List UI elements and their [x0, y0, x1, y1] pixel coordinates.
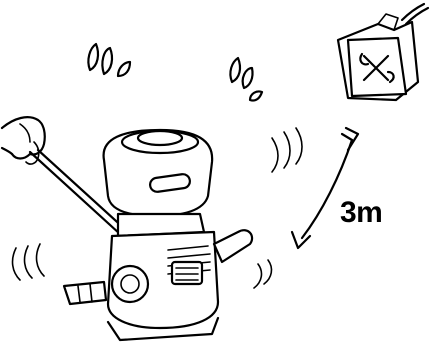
backpack-sprayer-icon — [64, 130, 252, 340]
spark-droplets-right — [230, 58, 262, 101]
distance-label: 3m — [340, 196, 382, 230]
spark-droplets-left — [88, 44, 130, 76]
hand-icon — [2, 117, 45, 164]
fuel-canister-icon — [338, 4, 428, 100]
